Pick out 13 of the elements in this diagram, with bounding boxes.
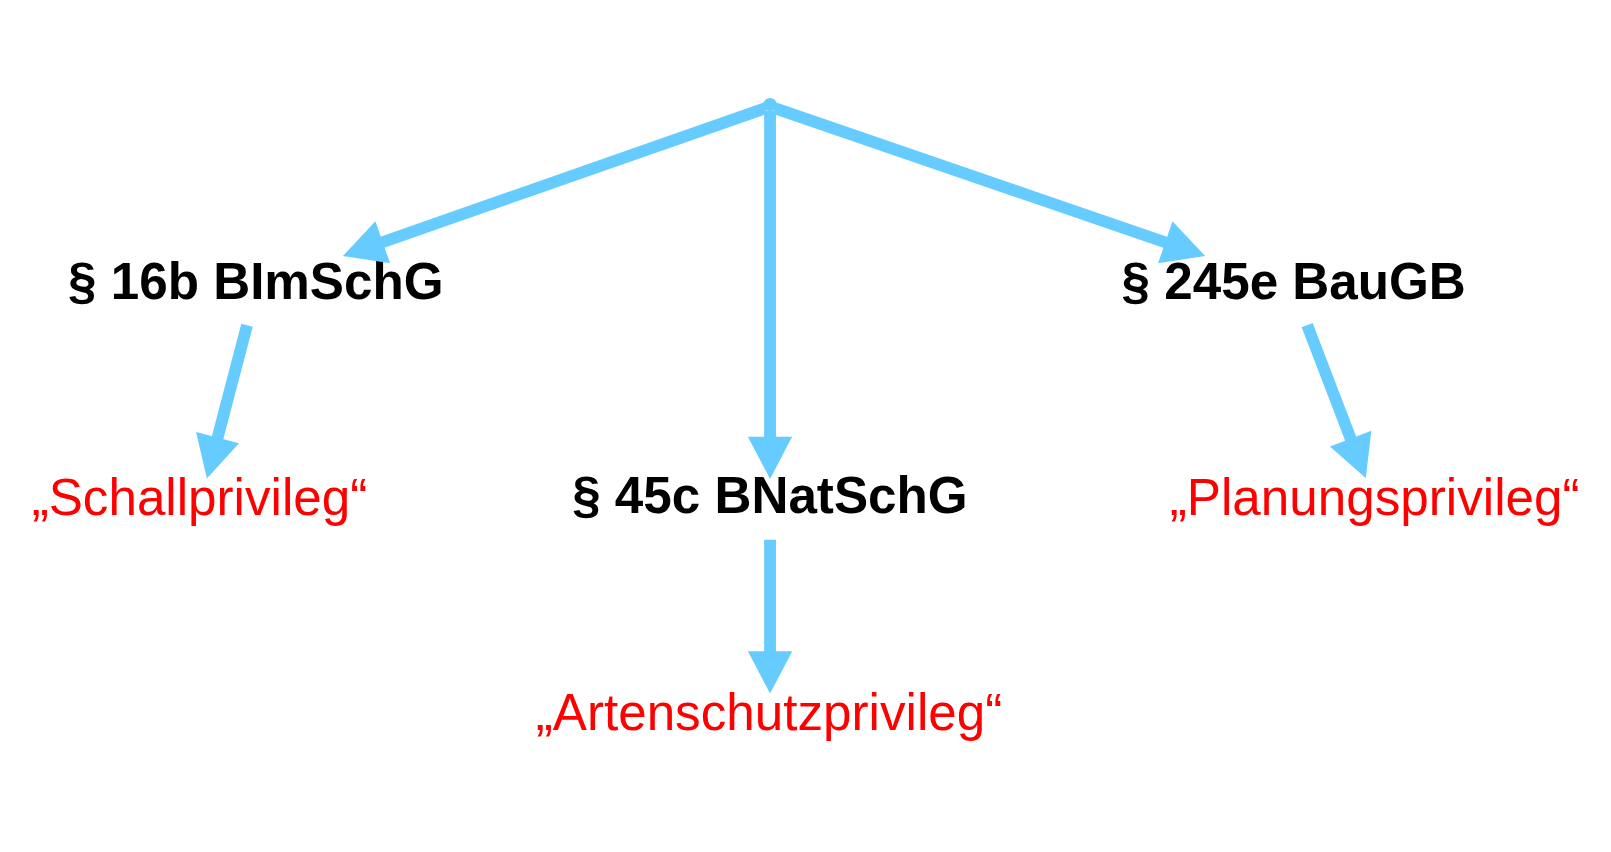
node-text: § 245e BauGB <box>1121 252 1466 310</box>
node-point <box>763 97 777 111</box>
arrow <box>747 110 793 479</box>
arrow <box>196 323 253 479</box>
arrow <box>1301 322 1372 478</box>
arrow <box>747 539 793 694</box>
node-text: „Schallprivileg“ <box>31 468 368 526</box>
node-text: „Artenschutzprivileg“ <box>535 683 1003 741</box>
node-text: § 16b BImSchG <box>68 252 444 310</box>
arrow <box>342 102 768 263</box>
arrow <box>772 102 1206 263</box>
node-text: § 45c BNatSchG <box>572 467 968 524</box>
node-text: „Planungsprivileg“ <box>1169 468 1580 526</box>
